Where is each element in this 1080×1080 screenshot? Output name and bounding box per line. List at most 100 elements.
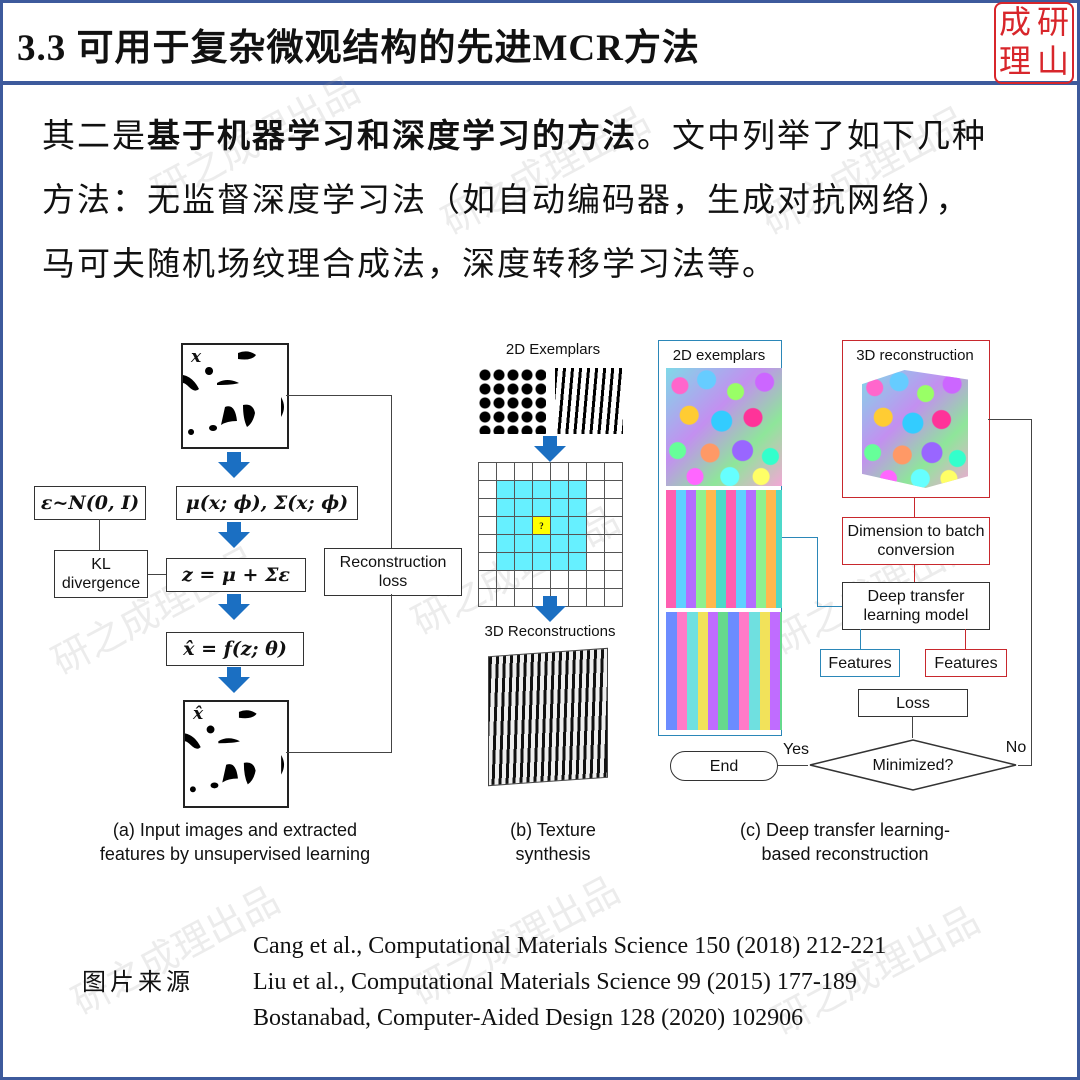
grid-cell [551,553,569,571]
grid-cell [605,535,623,553]
grid-cell [569,589,587,607]
text-span: 。文中列举了如下几种 [637,116,987,155]
reconstructions-label: 3D Reconstructions [484,623,616,640]
3d-stripe-cube-image [488,647,608,787]
grid-cell [533,553,551,571]
grid-cell [515,481,533,499]
grid-cell [569,571,587,589]
blue-down-arrow-icon [534,436,566,462]
features-box-blue: Features [820,649,900,677]
grid-cell [497,553,515,571]
grid-cell [605,463,623,481]
grid-cell [515,553,533,571]
connector-line [286,395,392,396]
caption-line: (c) Deep transfer learning- [739,820,951,840]
header-bar: 3.3 可用于复杂微观结构的先进MCR方法 [3,3,1077,85]
grid-cell [479,463,497,481]
grid-cell [587,553,605,571]
grid-cell [479,571,497,589]
text-span: 其二是 [42,116,147,155]
grid-cell [497,571,515,589]
grid-cell [569,463,587,481]
reconstruction-loss-box: Reconstruction loss [324,548,462,596]
grid-cell [479,499,497,517]
grid-cell [497,499,515,517]
blue-dashed-connector [782,537,818,538]
encoder-box: μ(x; ϕ), Σ(x; ϕ) [176,486,358,520]
blue-down-arrow-icon [534,596,566,622]
grid-cell [497,535,515,553]
figure-c-caption: (c) Deep transfer learning- based recons… [700,818,990,866]
grid-cell [587,481,605,499]
input-x-label: x [191,347,202,367]
paragraph-line-1: 其二是基于机器学习和深度学习的方法。文中列举了如下几种 [42,104,1052,168]
decoder-box: x̂ = f(z; θ) [166,632,304,666]
seal-char: 山 [1036,42,1069,80]
grid-cell [533,535,551,553]
red-dashed-connector [914,497,915,517]
blue-dashed-connector [860,629,861,649]
binary-microstructure-icon [185,710,285,793]
grid-cell [497,589,515,607]
loss-box: Loss [858,689,968,717]
grid-cell [587,571,605,589]
input-microstructure-image: x [181,343,289,449]
connector-line [286,752,392,753]
references-list: Cang et al., Computational Materials Sci… [253,928,886,1036]
exemplars-panel-label: 2D exemplars [672,347,766,364]
latent-z-box: z = μ + Σε [166,558,306,592]
reference-item: Liu et al., Computational Materials Scie… [253,969,857,995]
elongated-grain-image [666,490,782,608]
connector-line [1031,419,1032,766]
grid-cell [587,535,605,553]
output-microstructure-image: x̂ [183,700,289,808]
caption-line: (b) Texture [510,820,596,840]
references-label: 图片来源 [82,968,194,996]
grid-cell [551,517,569,535]
decision-label: Minimized? [872,757,954,774]
figure-a-caption: (a) Input images and extracted features … [60,818,410,866]
grid-cell [569,517,587,535]
grid-cell [605,589,623,607]
connector-line [99,519,100,550]
binary-microstructure-icon [183,351,284,435]
caption-line: features by unsupervised learning [99,844,371,864]
connector-line [776,765,808,766]
connector-line [391,395,392,548]
seal-logo: 成 研 理 山 [994,2,1074,84]
connector-line [391,594,392,753]
paragraph-line-2: 方法：无监督深度学习法（如自动编码器，生成对抗网络）， [42,180,971,219]
grid-cell [587,499,605,517]
grid-cell [533,571,551,589]
grid-cell [533,463,551,481]
blue-down-arrow-icon [218,452,250,478]
grid-cell [515,571,533,589]
elongated-grain-image [666,612,782,730]
seal-char: 成 [998,3,1031,41]
seal-char: 研 [1036,3,1069,41]
grid-cell [551,481,569,499]
grid-cell [551,463,569,481]
paragraph-line-3: 马可夫随机场纹理合成法，深度转移学习法等。 [42,244,777,283]
bold-text-span: 基于机器学习和深度学习的方法 [147,116,637,155]
grid-cell [515,499,533,517]
end-terminal-box: End [670,751,778,781]
grid-cell [479,517,497,535]
connector-line [1018,765,1032,766]
caption-line: based reconstruction [761,844,929,864]
figure-b-caption: (b) Texture synthesis [478,818,628,866]
grid-cell [497,517,515,535]
seal-char: 理 [998,42,1031,80]
grid-cell: ? [533,517,551,535]
blue-dashed-connector [817,606,842,607]
deep-transfer-model-box: Deep transfer learning model [842,582,990,630]
dimension-conversion-box: Dimension to batch conversion [842,517,990,565]
reference-item: Cang et al., Computational Materials Sci… [253,933,887,959]
connector-line [988,419,1032,420]
grid-cell [497,481,515,499]
grid-cell [479,481,497,499]
reference-item: Bostanabad, Computer-Aided Design 128 (2… [253,1005,804,1031]
yes-label: Yes [782,741,810,758]
decision-diamond-icon [809,739,1017,791]
